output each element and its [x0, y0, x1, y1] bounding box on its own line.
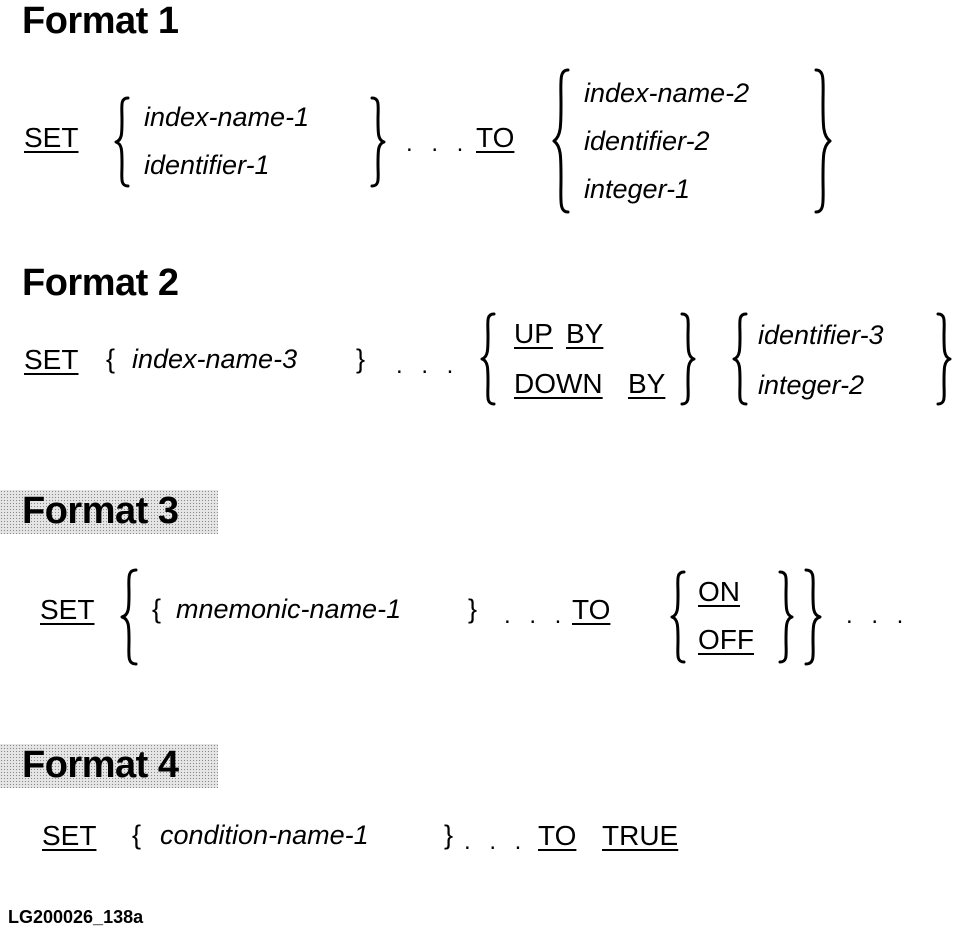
outer-close-brace	[804, 568, 822, 666]
close-brace	[814, 68, 832, 214]
format-1-heading: Format 1	[22, 0, 179, 42]
option-identifier-1: identifier-1	[144, 150, 270, 180]
inner-close-brace: }	[468, 594, 478, 624]
keyword-to: TO	[538, 820, 577, 851]
close-brace	[778, 570, 794, 664]
keyword-by: BY	[628, 368, 666, 399]
option-index-name-1: index-name-1	[144, 102, 310, 132]
trailing-ellipsis: . . .	[846, 602, 910, 629]
keyword-by: BY	[566, 318, 604, 349]
keyword-off: OFF	[698, 624, 754, 655]
option-integer-2: integer-2	[758, 370, 865, 400]
open-brace: {	[132, 820, 142, 850]
format-2-heading: Format 2	[22, 262, 179, 304]
format-4-heading: Format 4	[0, 744, 219, 788]
figure-reference-id: LG200026_138a	[8, 907, 144, 927]
close-brace	[370, 96, 386, 188]
open-brace	[114, 96, 130, 188]
index-name-3: index-name-3	[132, 344, 298, 374]
keyword-to: TO	[476, 122, 515, 153]
option-integer-1: integer-1	[584, 174, 691, 204]
open-brace	[670, 570, 686, 664]
option-index-name-2: index-name-2	[584, 78, 750, 108]
keyword-set: SET	[24, 344, 79, 375]
close-brace: }	[356, 344, 366, 374]
close-brace	[680, 312, 696, 406]
open-brace	[480, 312, 496, 406]
option-identifier-2: identifier-2	[584, 126, 710, 156]
condition-name-1: condition-name-1	[160, 820, 369, 850]
keyword-up: UP	[514, 318, 553, 349]
open-brace	[552, 68, 570, 214]
keyword-on: ON	[698, 576, 740, 607]
open-brace	[120, 568, 138, 666]
keyword-down: DOWN	[514, 368, 603, 399]
open-brace	[732, 312, 748, 406]
ellipsis: . . .	[504, 602, 568, 629]
ellipsis: . . .	[396, 352, 460, 379]
keyword-true: TRUE	[602, 820, 679, 851]
mnemonic-name-1: mnemonic-name-1	[176, 594, 402, 624]
option-identifier-3: identifier-3	[758, 320, 884, 350]
ellipsis: . . .	[464, 828, 528, 855]
keyword-set: SET	[42, 820, 97, 851]
keyword-to: TO	[572, 594, 611, 625]
close-brace	[936, 312, 952, 406]
open-brace: {	[106, 344, 116, 374]
format-3-heading: Format 3	[0, 490, 219, 534]
keyword-set: SET	[24, 122, 79, 153]
close-brace: }	[444, 820, 454, 850]
inner-open-brace: {	[152, 594, 162, 624]
ellipsis: . . .	[406, 130, 470, 157]
keyword-set: SET	[40, 594, 95, 625]
